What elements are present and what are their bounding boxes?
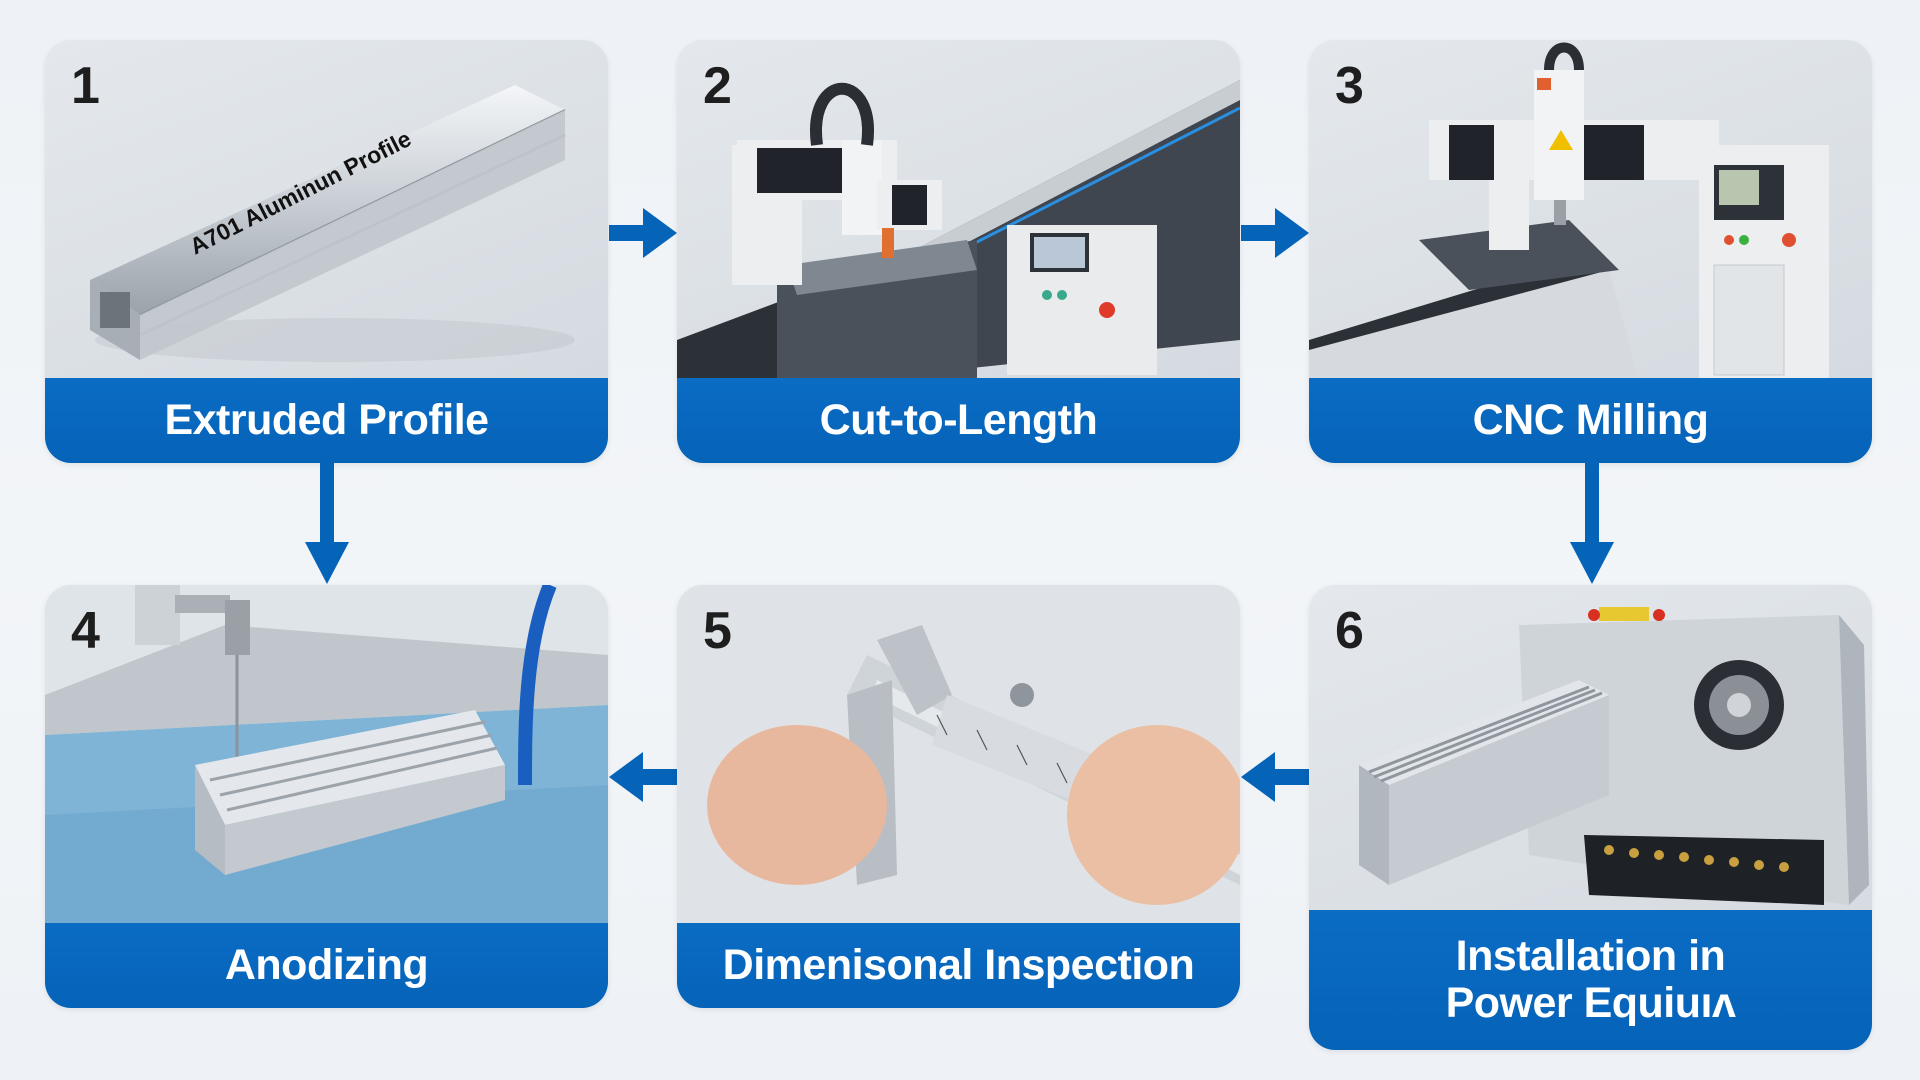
step-card-installation: 6 Installation in Power (1309, 585, 1872, 1050)
step-number: 5 (703, 602, 732, 660)
arrow-right-icon (1241, 208, 1309, 258)
cnc-cutting-machine-illustration (677, 40, 1240, 380)
step-label: CNC Milling (1309, 378, 1872, 463)
step-label: Anodizing (45, 923, 608, 1008)
step-card-extruded-profile: 1 A701 Aluminun Profile Extruded Profile (45, 40, 608, 463)
step-label: Extruded Profile (45, 378, 608, 463)
step-card-dimensional-inspection: 5 Dimenisonal Inspection (677, 585, 1240, 1008)
arrow-right-icon (609, 208, 677, 258)
step-number: 2 (703, 57, 732, 115)
step-card-anodizing: 4 Anodizing (45, 585, 608, 1008)
anodizing-tank-illustration (45, 585, 608, 925)
step-label: Cut-to-Length (677, 378, 1240, 463)
step-label-line-2: Power Equiuıʌ (1445, 979, 1736, 1027)
arrow-left-icon (1241, 752, 1309, 802)
step-number: 3 (1335, 57, 1364, 115)
step-number: 4 (71, 602, 100, 660)
arrow-left-icon (609, 752, 677, 802)
arrow-down-icon (1570, 462, 1614, 584)
step-card-cnc-milling: 3 CNC Milling (1309, 40, 1872, 463)
step-label: Installation in Power Equiuıʌ (1309, 910, 1872, 1050)
caliper-measurement-illustration (677, 585, 1240, 925)
step-number: 6 (1335, 602, 1364, 660)
aluminum-profile-illustration: A701 Aluminun Profile (45, 40, 608, 380)
step-number: 1 (71, 57, 100, 115)
power-supply-heatsink-illustration (1309, 585, 1872, 910)
step-label-line-1: Installation in (1455, 931, 1726, 980)
step-label: Dimenisonal Inspection (677, 923, 1240, 1008)
cnc-milling-machine-illustration (1309, 40, 1872, 380)
arrow-down-icon (305, 462, 349, 584)
step-card-cut-to-length: 2 Cut-to-Length (677, 40, 1240, 463)
